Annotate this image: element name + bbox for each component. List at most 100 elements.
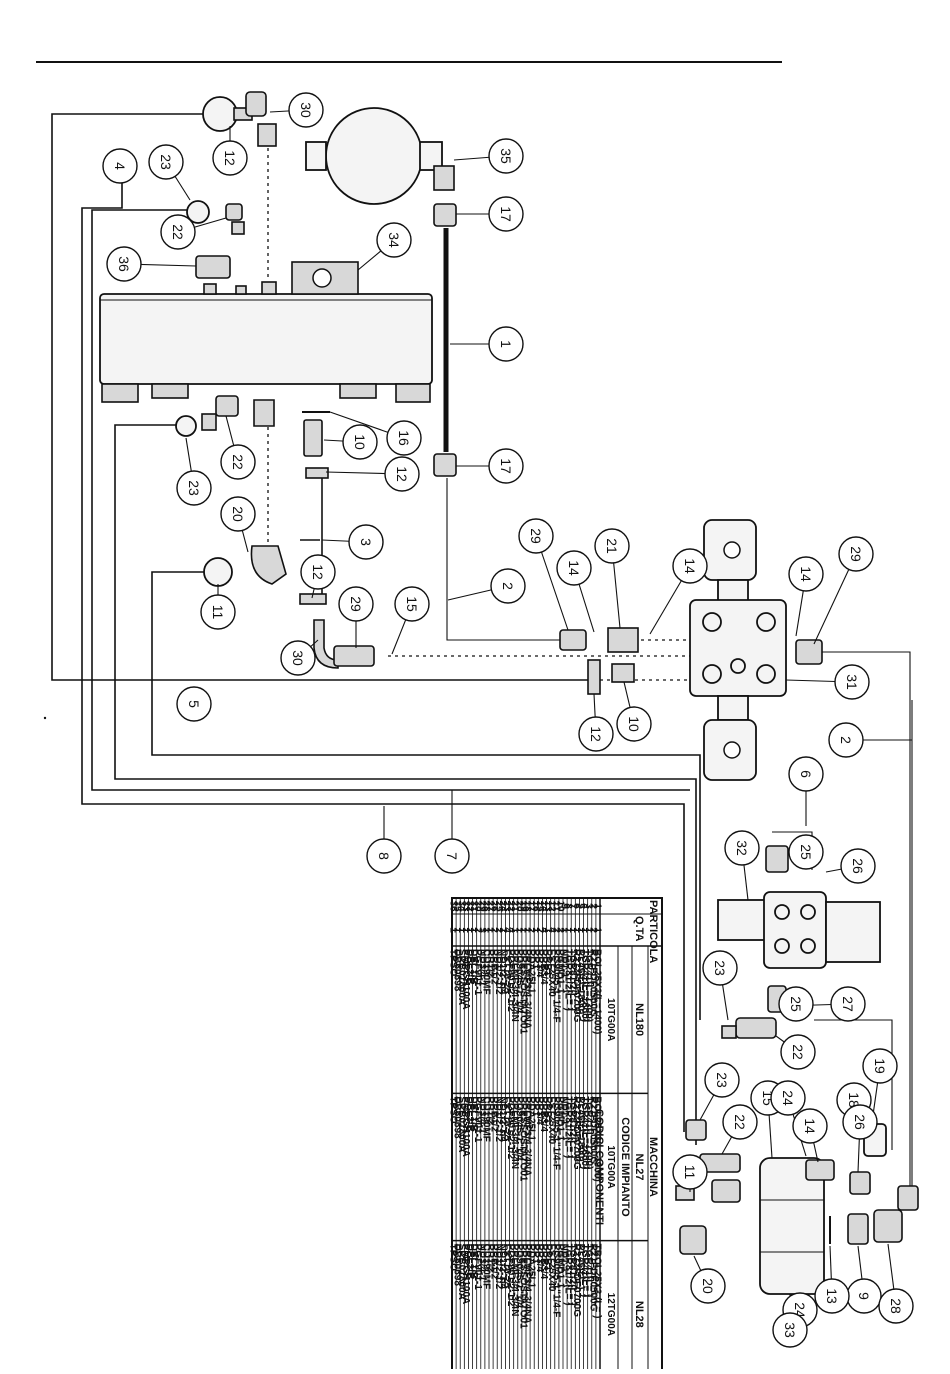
clamp-23-mid bbox=[175, 395, 239, 437]
callout-label: 30 bbox=[290, 650, 306, 666]
table-row-particola: 19 bbox=[517, 900, 528, 912]
callout-14: 14 bbox=[792, 1108, 828, 1144]
callout-22: 22 bbox=[780, 1034, 816, 1070]
callout-12: 12 bbox=[578, 716, 614, 752]
table-row-qta: 1 bbox=[542, 927, 553, 933]
stray-dot bbox=[43, 716, 47, 720]
table-row-code: RL45(L= ) bbox=[575, 1244, 586, 1290]
callout-3: 3 bbox=[348, 524, 384, 560]
table-row-particola: 16 bbox=[530, 900, 541, 912]
table-row-particola: 14 bbox=[538, 900, 549, 912]
table-row-qta: 2 bbox=[489, 927, 500, 933]
callout-8: 8 bbox=[366, 838, 402, 874]
table-row-code: RRB3/4 bbox=[538, 1244, 549, 1280]
table-row-code: SRB01800A bbox=[456, 1096, 467, 1152]
table-row-code: PRESSOSTATO01 bbox=[517, 949, 528, 1034]
callout-label: 25 bbox=[788, 996, 804, 1012]
table-row-code: TPSO bbox=[448, 1096, 459, 1123]
table-row-code: PGMD1-1 bbox=[554, 1096, 565, 1141]
callout-25: 25 bbox=[778, 986, 814, 1022]
callout-label: 31 bbox=[844, 674, 860, 690]
table-row-qta: 1 bbox=[591, 927, 602, 933]
table-row-particola: 31 bbox=[468, 900, 479, 912]
table-row-code: CU190MF bbox=[480, 1096, 491, 1142]
callout-20: 20 bbox=[690, 1268, 726, 1304]
table-row-code: ND1-1 bbox=[559, 1096, 570, 1125]
table-row-code: R212FDF0700G bbox=[571, 1244, 582, 1318]
table-row-code: PGF901-1 bbox=[472, 1096, 483, 1143]
fitting-12-top bbox=[257, 123, 277, 147]
table-row-code: PGF901/2-1/2 bbox=[505, 1096, 516, 1159]
table-row-code: RRB1 bbox=[542, 949, 553, 977]
callout-label: 14 bbox=[566, 560, 582, 576]
callout-34: 34 bbox=[376, 222, 412, 258]
callout-label: 8 bbox=[376, 852, 392, 860]
table-row-code: DEL2/B bbox=[464, 1244, 475, 1280]
table-row-particola: 21 bbox=[509, 900, 520, 912]
callout-label: 11 bbox=[210, 605, 226, 620]
table-row-code: RRB3/4 bbox=[538, 949, 549, 985]
table-row-code: PRESSOSTATO01 bbox=[517, 1096, 528, 1181]
table-row-code: TGR81/2(L= ) bbox=[563, 1096, 574, 1158]
callout-22: 22 bbox=[220, 444, 256, 480]
table-row-code: ND3/4-1 bbox=[476, 1244, 487, 1282]
table-row-qta: 1 bbox=[522, 927, 533, 933]
table-row-qta: 4 bbox=[546, 927, 557, 933]
callout-2: 2 bbox=[490, 568, 526, 604]
callout-label: 10 bbox=[352, 434, 368, 450]
table-row-code: RR1 bbox=[530, 1244, 541, 1264]
table-row-code: SRB01800A bbox=[456, 949, 467, 1005]
callout-21: 21 bbox=[594, 528, 630, 564]
callout-13: 13 bbox=[814, 1278, 850, 1314]
table-row-particola: 2 bbox=[587, 903, 598, 909]
table-row-qta: 4 bbox=[538, 927, 549, 933]
table-row-particola: 27 bbox=[485, 900, 496, 912]
callout-label: 19 bbox=[872, 1058, 888, 1074]
callout-label: 35 bbox=[498, 148, 514, 164]
callout-12: 12 bbox=[212, 140, 248, 176]
table-row-code: PGMD1-1 bbox=[554, 949, 565, 994]
table-row-qta: 2 bbox=[526, 927, 537, 933]
callout-31: 31 bbox=[834, 664, 870, 700]
table-row-code: PG9045-1"1/4-F bbox=[550, 949, 561, 1023]
table-row-particola: 12 bbox=[546, 900, 557, 912]
clamp-23-top bbox=[186, 200, 245, 235]
table-row-code: RR1 bbox=[530, 1096, 541, 1116]
table-row-code: CU190MF bbox=[480, 1244, 491, 1290]
table-row-code: TGR41(L= ) bbox=[579, 1244, 590, 1298]
table-row-qta: 1 bbox=[464, 927, 475, 933]
table-row-particola: 36 bbox=[448, 900, 459, 912]
fitting-17-bottom bbox=[433, 453, 457, 477]
table-row-code: PRLMF3/4-3/4N bbox=[509, 1244, 520, 1317]
callout-22: 22 bbox=[160, 214, 196, 250]
callout-label: 20 bbox=[230, 506, 246, 522]
callout-10: 10 bbox=[616, 706, 652, 742]
table-row-code: DEL2/B bbox=[464, 1096, 475, 1132]
table-row-qta: 1 bbox=[456, 927, 467, 933]
table-row-code: PRLMF3/4-3/4N bbox=[509, 949, 520, 1022]
callout-4: 4 bbox=[102, 148, 138, 184]
callout-label: 4 bbox=[112, 162, 128, 170]
table-row-code: PRESSOSTATO01 bbox=[517, 1244, 528, 1329]
return-elbow-20 bbox=[203, 399, 287, 587]
table-row-qta: 1 bbox=[571, 927, 582, 933]
table-row-qta: 1 bbox=[497, 927, 508, 933]
callout-label: 23 bbox=[714, 1072, 730, 1088]
table-header-qta: Q.TA bbox=[633, 916, 645, 942]
table-row-code: TGR41(L=1600) bbox=[579, 949, 590, 1022]
callout-label: 22 bbox=[790, 1044, 806, 1060]
table-row-code: ND1/2-1/2 bbox=[493, 1096, 504, 1142]
fitting-30-29-left bbox=[313, 619, 639, 669]
table-row-particola: 26 bbox=[489, 900, 500, 912]
table-row-qta: 3 bbox=[476, 927, 487, 933]
callout-label: 27 bbox=[840, 996, 856, 1012]
pump-33 bbox=[759, 1157, 825, 1295]
table-row-code: BOL25X3(L=1400) bbox=[591, 949, 602, 1034]
table-row-code: RL45(L=1800) bbox=[575, 1096, 586, 1161]
table-row-code: TBOL25X3 (L= ) bbox=[591, 1244, 602, 1319]
hydraulic-tank bbox=[99, 261, 433, 403]
lower-fittings bbox=[675, 1119, 919, 1255]
table-row-code: ND3/4-1 bbox=[476, 1096, 487, 1134]
callout-label: 22 bbox=[230, 454, 246, 470]
